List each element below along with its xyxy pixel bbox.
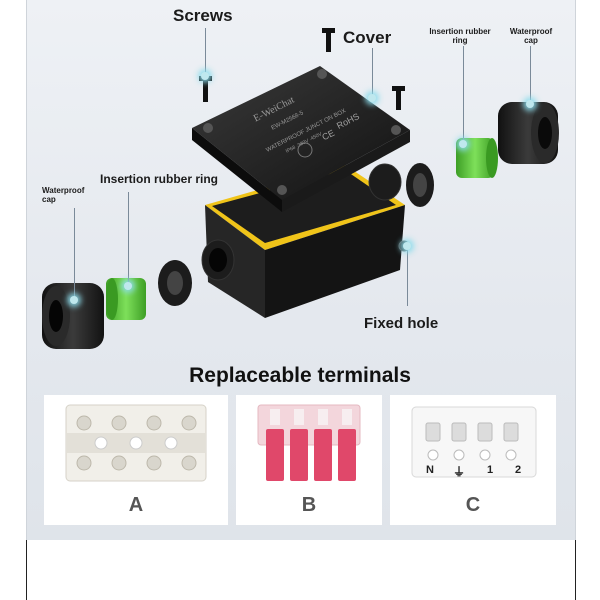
left-gland-parts (42, 260, 192, 349)
cover-label: Cover (343, 28, 392, 47)
cap-top-dot (526, 100, 534, 108)
box-body (201, 163, 410, 318)
terminal-panel-c: N ⏚ 1 2 C (390, 395, 556, 525)
terminal-panel-a: A (44, 395, 228, 525)
terminal-c-mark-2: 2 (515, 464, 522, 476)
cap-left-leader (74, 208, 75, 298)
terminal-a-image (65, 404, 207, 482)
fixed-hole-dot (403, 242, 411, 250)
cover-dot (368, 94, 376, 102)
terminal-c-image (411, 406, 537, 478)
screws-dot (201, 72, 209, 80)
cap-top-leader (530, 46, 531, 100)
terminal-c-mark-ground: ⏚ (453, 465, 466, 479)
screws-label: Screws (173, 6, 233, 25)
cover-part (192, 66, 410, 212)
insertion-ring-top-label: Insertion rubber ring (429, 27, 491, 45)
cover-leader (372, 48, 373, 96)
ring-left-leader (128, 192, 129, 284)
insertion-ring-left-label: Insertion rubber ring (100, 172, 219, 186)
fixed-hole-label: Fixed hole (364, 315, 439, 332)
cap-left-dot (70, 296, 78, 304)
junction-box-illustration (42, 28, 559, 349)
fixed-hole-leader (407, 248, 408, 306)
ring-left-dot (124, 282, 132, 290)
terminal-b-label: B (301, 494, 317, 516)
waterproof-cap-left-label: Waterproof cap (42, 186, 85, 204)
terminal-b-image (257, 404, 361, 481)
terminal-c-mark-1: 1 (487, 464, 494, 476)
ring-top-leader (463, 46, 464, 142)
waterproof-cap-top-label: Waterproof cap (509, 27, 553, 45)
terminal-c-mark-n: N (426, 464, 434, 476)
ring-top-dot (459, 140, 467, 148)
terminal-panel-b: B (236, 395, 382, 525)
right-gland-parts (406, 102, 559, 207)
terminal-c-label: C (465, 494, 481, 516)
terminal-a-label: A (128, 494, 144, 516)
screws-leader (205, 28, 206, 74)
frame-bottom (26, 540, 576, 600)
terminals-title: Replaceable terminals (189, 364, 411, 387)
